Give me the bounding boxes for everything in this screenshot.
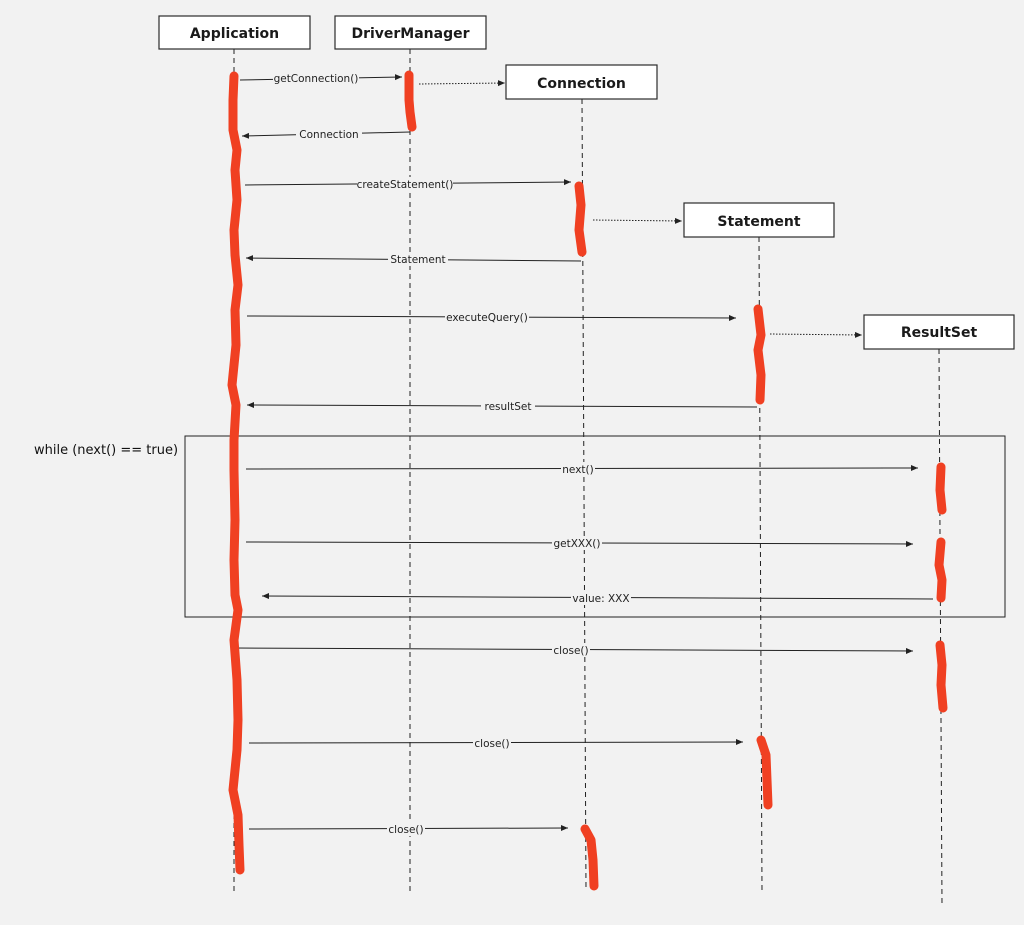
actor-box [863, 314, 1015, 350]
message-executequery: executeQuery() [246, 310, 737, 324]
message-createstatement: createStatement() [244, 177, 572, 191]
message-label: close() [553, 645, 588, 657]
actor-label: ResultSet [901, 325, 978, 341]
activation-resultset-getxxx [934, 537, 947, 603]
label-bg [296, 127, 362, 141]
actor-box [505, 64, 658, 100]
lifeline-connection [581, 98, 587, 891]
activation-connection-close [580, 824, 599, 891]
label-bg [561, 462, 595, 476]
activation-bars [227, 70, 948, 891]
message-return-statement: Statement [245, 252, 582, 266]
message-label: close() [474, 738, 509, 750]
activation-resultset-next [935, 462, 947, 515]
message-label: getConnection() [274, 73, 359, 85]
label-bg [552, 536, 602, 550]
actor-box [683, 202, 835, 238]
message-label: next() [562, 464, 593, 476]
actor-drivermanager: DriverManager [334, 15, 487, 50]
message-label: Statement [390, 254, 445, 266]
message-label: close() [388, 824, 423, 836]
message-close-statement: close() [248, 736, 744, 750]
label-bg [357, 177, 453, 191]
activation-drivermanager [404, 70, 417, 132]
message-getxxx: getXXX() [245, 536, 914, 550]
creation-arrows [418, 80, 863, 338]
lifeline-resultset [938, 348, 943, 906]
message-label: resultSet [485, 401, 532, 413]
label-bg [473, 736, 511, 750]
create-resultset-arrow [769, 331, 863, 338]
create-statement-arrow [592, 217, 683, 224]
lifelines [233, 49, 943, 906]
activation-statement-1 [753, 304, 766, 405]
actor-connection: Connection [505, 64, 658, 100]
loop-guard-label: while (next() == true) [34, 443, 178, 458]
create-connection-arrow [418, 80, 506, 87]
message-return-resultset: resultSet [246, 399, 758, 413]
label-bg [571, 591, 631, 605]
actor-label: Connection [537, 76, 626, 92]
activation-application [227, 71, 245, 875]
label-bg [273, 71, 359, 85]
actor-statement: Statement [683, 202, 835, 238]
activation-statement-close [756, 735, 773, 810]
actor-label: Application [190, 26, 279, 42]
label-bg [445, 310, 529, 324]
message-close-resultset: close() [234, 643, 914, 657]
actor-box [334, 15, 487, 50]
messages: getConnection() Connection createStateme… [234, 71, 934, 836]
loop-frame [184, 435, 1006, 618]
activation-resultset-close [935, 640, 948, 713]
label-bg [387, 822, 425, 836]
actor-label: DriverManager [351, 26, 469, 42]
actor-label: Statement [717, 214, 800, 230]
message-label: executeQuery() [446, 312, 528, 324]
actor-resultset: ResultSet [863, 314, 1015, 350]
message-return-value: value: XXX [261, 591, 934, 605]
message-getconnection: getConnection() [239, 71, 403, 85]
message-close-connection: close() [248, 822, 569, 836]
activation-connection-1 [574, 181, 587, 257]
actor-application: Application [158, 15, 311, 50]
label-bg [552, 643, 590, 657]
actor-box [158, 15, 311, 50]
label-bg [388, 252, 448, 266]
label-bg [481, 399, 535, 413]
message-label: getXXX() [553, 538, 600, 550]
message-label: value: XXX [572, 593, 629, 605]
message-return-connection: Connection [241, 127, 411, 141]
message-next: next() [245, 462, 919, 476]
message-label: Connection [299, 129, 358, 141]
loop-frame-rect [184, 435, 1006, 618]
message-label: createStatement() [357, 179, 454, 191]
